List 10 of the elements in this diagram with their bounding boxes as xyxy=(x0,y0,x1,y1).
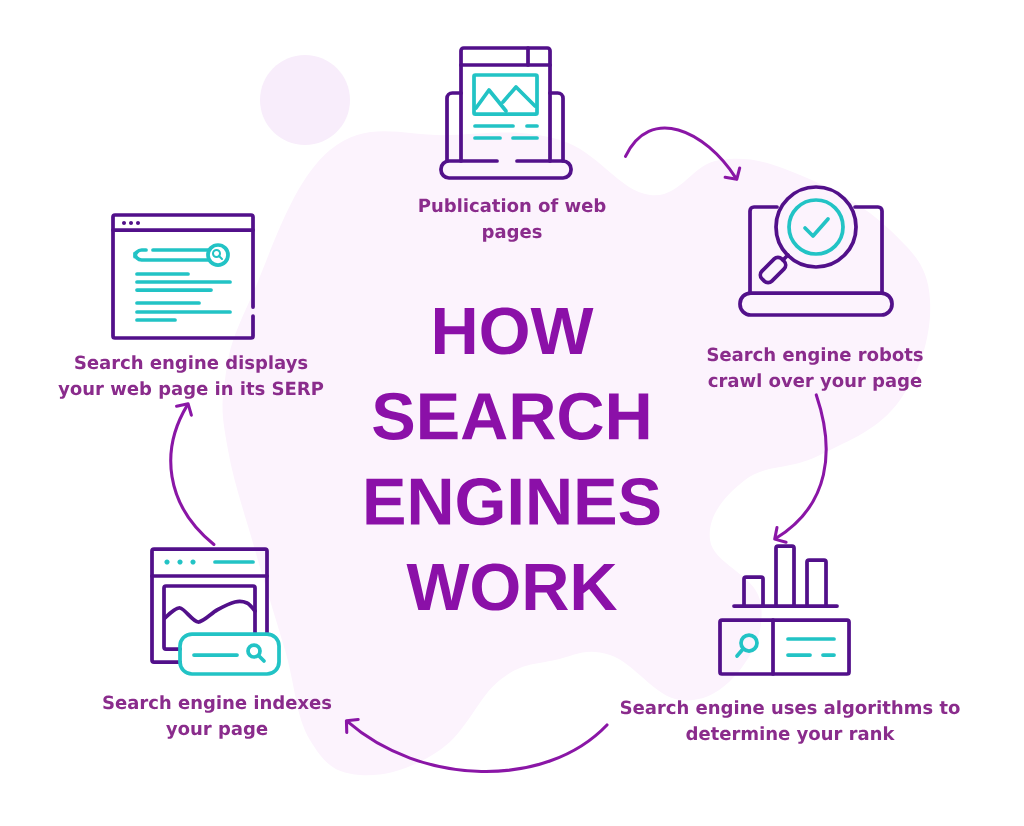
title: HOW SEARCH ENGINES WORK xyxy=(366,307,660,611)
arrow xyxy=(169,402,216,547)
step-caption: Search engine uses algorithms to determine your rank xyxy=(620,700,960,744)
step-caption: Search engine displays your web page in its SERP xyxy=(58,355,324,399)
arrow xyxy=(773,393,828,544)
step-caption: Search engine indexes your page xyxy=(103,695,332,739)
step-caption: Publication of web pages xyxy=(419,198,606,242)
arrow xyxy=(623,126,742,181)
step-caption: Search engine robots crawl over your page xyxy=(707,347,923,391)
arrow xyxy=(344,717,609,773)
